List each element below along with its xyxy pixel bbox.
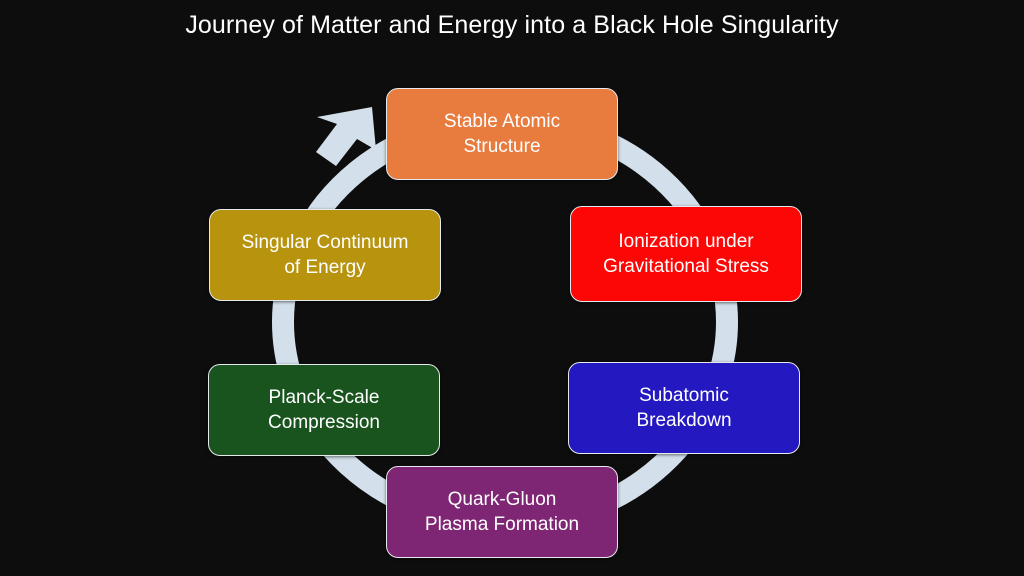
node-subatomic-breakdown[interactable]: Subatomic Breakdown bbox=[568, 362, 800, 454]
cycle-arrowhead bbox=[316, 107, 376, 166]
node-label: Singular Continuum of Energy bbox=[241, 232, 409, 278]
node-label: Subatomic Breakdown bbox=[636, 385, 732, 431]
node-planck-scale-compression[interactable]: Planck-Scale Compression bbox=[208, 364, 440, 456]
node-stable-atomic-structure[interactable]: Stable Atomic Structure bbox=[386, 88, 618, 180]
node-label: Quark-Gluon Plasma Formation bbox=[424, 489, 580, 535]
node-label: Stable Atomic Structure bbox=[443, 111, 561, 157]
node-singular-continuum-of-energy[interactable]: Singular Continuum of Energy bbox=[209, 209, 441, 301]
page-title: Journey of Matter and Energy into a Blac… bbox=[185, 11, 839, 39]
cycle-ring-band bbox=[272, 109, 738, 535]
node-label: Planck-Scale Compression bbox=[268, 387, 380, 433]
node-label: Ionization under Gravitational Stress bbox=[603, 231, 769, 277]
node-ionization-under-gravitational-stress[interactable]: Ionization under Gravitational Stress bbox=[570, 206, 802, 302]
node-quark-gluon-plasma-formation[interactable]: Quark-Gluon Plasma Formation bbox=[386, 466, 618, 558]
